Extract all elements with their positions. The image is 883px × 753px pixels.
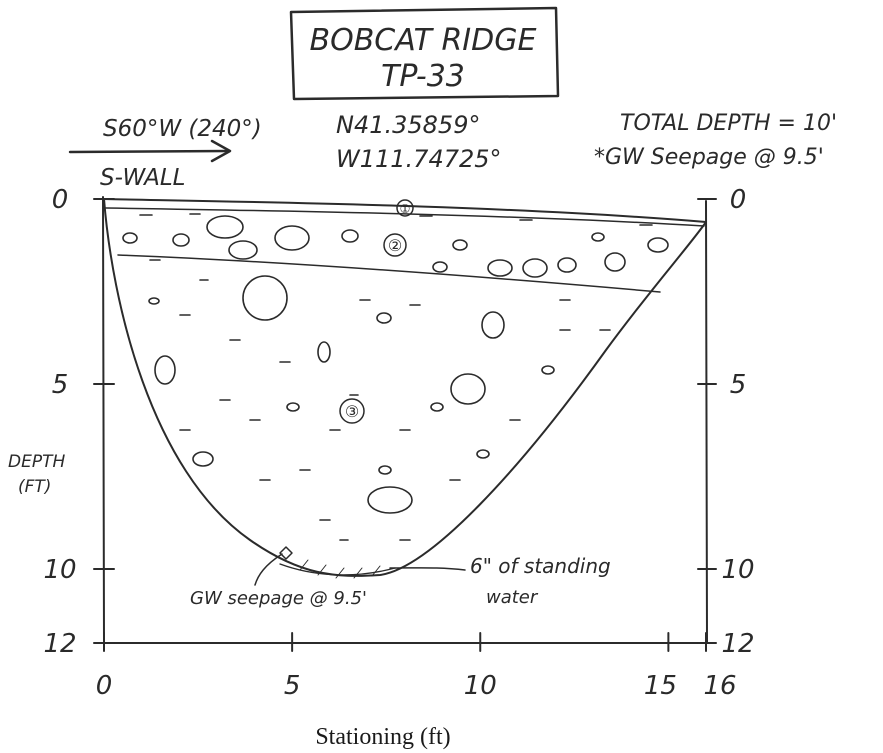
pit-profile (103, 198, 707, 579)
standing-water-label-line-1: 6" of standing (470, 554, 611, 578)
axis-ticks: 0 5 10 15 16 0 0 5 5 10 10 12 12 (43, 185, 754, 701)
standing-water-line (279, 563, 396, 576)
latitude-text: N41.35859° (336, 111, 480, 139)
standing-water-label-line-2: water (486, 587, 539, 608)
pit-wall (103, 198, 707, 577)
layer-2-contact (117, 254, 661, 293)
gw-seepage-note: *GW Seepage @ 9.5' (594, 145, 824, 170)
ground-surface-line (103, 198, 707, 223)
left-axis (102, 196, 105, 644)
callouts: GW seepage @ 9.5' 6" of standing water (190, 553, 611, 609)
seepage-leader-line (254, 553, 283, 586)
x-tick-label: 16 (703, 671, 736, 701)
y-tick-label-right: 10 (721, 555, 754, 585)
x-tick-label: 10 (464, 671, 497, 701)
bearing-arrow-shaft (68, 149, 230, 154)
y-tick-label-left: 12 (43, 629, 76, 659)
x-tick-label: 15 (644, 671, 677, 701)
y-tick-label-left: 10 (43, 555, 76, 585)
water-leader-line (389, 567, 466, 571)
x-tick-label: 5 (284, 671, 301, 701)
soil-texture (122, 213, 669, 541)
layer-labels: ① ② ③ (339, 199, 414, 424)
title-line-1: BOBCAT RIDGE (310, 23, 537, 58)
seepage-marker-icon (279, 546, 293, 560)
y-tick-label-right: 0 (730, 185, 747, 215)
layer-2-marker (383, 233, 407, 257)
orientation-note: S60°W (240°) S-WALL (68, 116, 262, 191)
water-hatch (299, 559, 381, 579)
wall-text: S-WALL (100, 165, 185, 191)
y-axis-label-line-1: DEPTH (8, 452, 65, 472)
arrow-right-icon (210, 139, 232, 163)
layer-3-marker (339, 398, 365, 424)
layer-1-contact (105, 207, 705, 227)
longitude-text: W111.74725° (336, 145, 502, 173)
layer-1-label: ① (400, 202, 411, 216)
plot-frame (99, 196, 709, 644)
x-tick-label: 0 (96, 671, 113, 701)
y-tick-label-left: 0 (52, 185, 69, 215)
bearing-text: S60°W (240°) (103, 116, 262, 142)
layer-2-label: ② (388, 236, 402, 255)
seepage-callout: GW seepage @ 9.5' (190, 588, 367, 609)
total-depth-text: TOTAL DEPTH = 10' (620, 111, 837, 136)
y-tick-label-left: 5 (52, 370, 69, 400)
right-axis (705, 200, 708, 644)
x-axis-label: Stationing (ft) (315, 724, 450, 750)
layer-1-marker (396, 199, 414, 217)
layer-3-label: ③ (345, 402, 359, 421)
title-box: BOBCAT RIDGE TP-33 (289, 6, 560, 101)
y-tick-label-right: 5 (730, 370, 747, 400)
title-line-2: TP-33 (381, 59, 465, 94)
y-axis-label-line-2: (FT) (18, 477, 51, 497)
y-tick-label-right: 12 (721, 629, 754, 659)
